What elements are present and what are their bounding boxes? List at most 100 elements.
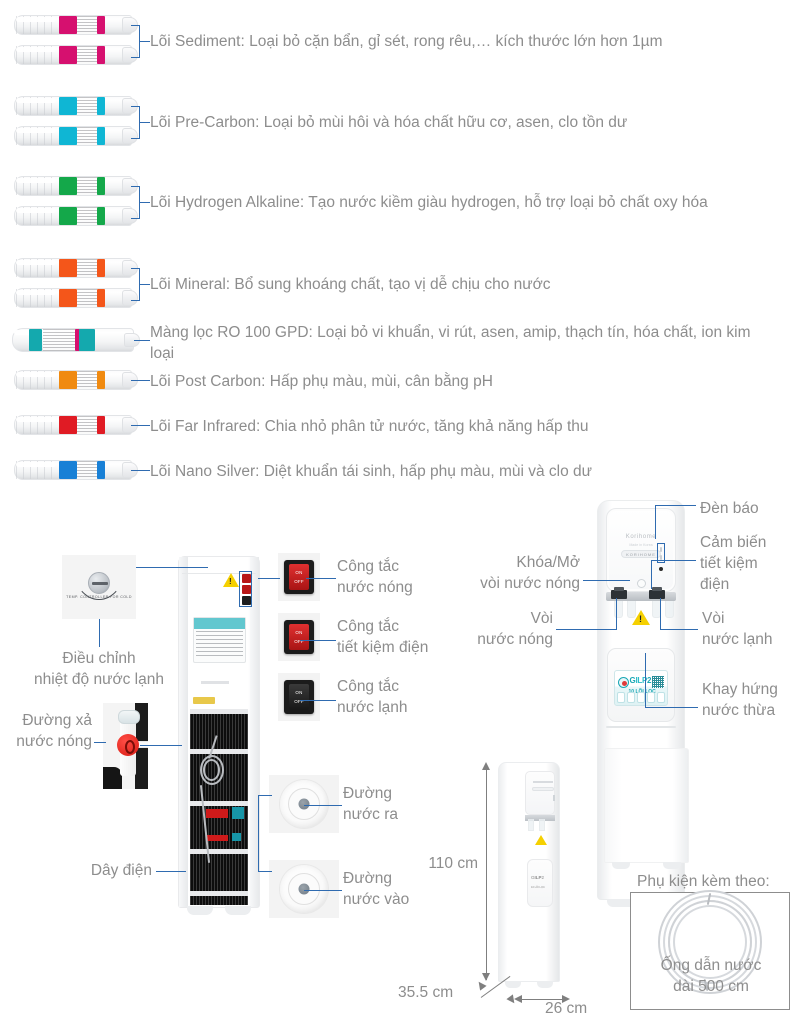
leader-line: [99, 619, 100, 647]
water-inlet-label-line2: nước vào: [343, 891, 410, 908]
accessory-box: Ống dẫn nước dài 500 cm: [630, 892, 790, 1010]
dispenser-head: Korihome Made in Korea KORIHOME: [606, 508, 676, 592]
filter-cartridge-pre-carbon: [14, 123, 138, 149]
product-sticker: GILP2 10 LÕI LỌC: [614, 670, 668, 706]
leader-line: [304, 805, 342, 806]
filter-cartridge-pre-carbon: [14, 93, 138, 119]
eco-sensor-label-line3: điện: [700, 576, 730, 593]
leader-line: [258, 795, 259, 871]
power-cord-label: Dây điện: [90, 862, 152, 879]
height-dimension-line: [486, 768, 487, 980]
filter-cartridge-nano-silver: [14, 457, 138, 483]
filter-description-nano-silver: Lõi Nano Silver: Diệt khuẩn tái sinh, hấ…: [150, 463, 593, 480]
temp-knob-label-line2: nhiệt độ nước lạnh: [34, 671, 164, 688]
hot-water-switch[interactable]: ON OFF: [278, 553, 320, 601]
cold-water-switch-label-line2: nước lạnh: [337, 699, 408, 716]
temperature-knob[interactable]: [88, 572, 110, 595]
water-inlet-label-line1: Đường: [343, 870, 392, 887]
dispenser-side-view: [604, 748, 689, 863]
leader-line: [156, 871, 186, 872]
leader-line: [131, 470, 150, 471]
cold-water-switch[interactable]: ON OFF: [278, 673, 320, 721]
spec-label: [193, 617, 246, 663]
leader-line: [645, 653, 646, 707]
drip-tray-label-line2: nước thừa: [702, 702, 776, 719]
filter-cartridge-sediment: [14, 42, 138, 68]
leader-line: [300, 640, 336, 641]
filter-description-sediment: Lõi Sediment: Loại bỏ cặn bẩn, gỉ sét, r…: [150, 33, 663, 50]
filter-cartridge-post-carbon: [14, 367, 138, 393]
cold-tap-label-line1: Vòi: [702, 610, 725, 627]
cold-water-tap[interactable]: [649, 587, 665, 599]
leader-line: [655, 505, 656, 539]
leader-line: [131, 218, 140, 219]
leader-line: [651, 560, 696, 561]
leader-line: [140, 745, 182, 746]
leader-line: [131, 106, 140, 107]
leader-line: [583, 580, 630, 581]
hot-drain-label-line2: nước nóng: [16, 733, 92, 750]
dispenser-dimension-view: GILP2 10 LÕI LỌC: [498, 762, 560, 988]
switch-on-label: ON: [295, 569, 303, 575]
brand-sub-label: Made in Korea: [629, 543, 653, 547]
hot-drain-valve[interactable]: [116, 733, 139, 756]
leader-line: [304, 890, 342, 891]
switch-on-label: ON: [295, 689, 303, 695]
width-dimension-line: [518, 999, 568, 1000]
hot-water-lock-button[interactable]: [637, 579, 646, 588]
accessory-item-line1: Ống dẫn nước: [660, 957, 762, 974]
rear-grill: [190, 709, 248, 905]
water-inlet-inset: [269, 860, 339, 918]
leader-line: [655, 505, 696, 506]
cold-water-switch-label-line1: Công tắc: [337, 678, 400, 695]
leader-line: [300, 700, 336, 701]
warning-icon: [632, 610, 650, 625]
filter-description-post-carbon: Lõi Post Carbon: Hấp phụ màu, mùi, cân b…: [150, 373, 493, 390]
leader-line: [651, 560, 652, 589]
leader-line: [139, 122, 150, 123]
leader-line: [131, 300, 140, 301]
water-outlet-label-line2: nước ra: [343, 806, 398, 823]
hot-tap-nozzle: [614, 601, 623, 618]
accessory-item-line2: dài 500 cm: [673, 978, 749, 995]
cold-tap-nozzle: [665, 601, 674, 618]
leader-line: [616, 598, 617, 629]
model-pill: KORIHOME: [621, 550, 661, 558]
water-outlet-inset: [269, 775, 339, 833]
leader-line: [139, 202, 150, 203]
leader-line: [134, 340, 150, 341]
filter-description-ro-membrane: Màng lọc RO 100 GPD: Loại bỏ vi khuẩn, v…: [150, 324, 751, 362]
filter-description-hydrogen-alkaline: Lõi Hydrogen Alkaline: Tạo nước kiềm già…: [150, 194, 708, 211]
cold-tap-label-line2: nước lạnh: [702, 631, 773, 648]
leader-line: [136, 567, 208, 568]
filter-cartridge-far-infrared: [14, 412, 138, 438]
width-dimension-label: 26 cm: [545, 1000, 588, 1017]
filter-cartridge-hydrogen-alkaline: [14, 203, 138, 229]
leader-line: [645, 707, 698, 708]
leader-line: [556, 629, 617, 630]
water-tube-coil-icon: [668, 892, 752, 991]
indicator-light-label: Đèn báo: [700, 500, 759, 517]
hot-drain-inset: [103, 703, 148, 789]
hot-lock-label-line2: vòi nước nóng: [480, 575, 580, 592]
switch-off-label: OFF: [294, 578, 304, 584]
leader-line: [131, 57, 140, 58]
leader-line: [94, 742, 106, 743]
filter-cartridge-mineral: [14, 255, 138, 281]
leader-line: [131, 425, 150, 426]
hot-water-switch-label-line2: nước nóng: [337, 579, 413, 596]
hot-water-tap[interactable]: [611, 587, 627, 599]
leader-line: [131, 186, 140, 187]
leader-line: [258, 578, 280, 579]
accessory-title: Phụ kiện kèm theo:: [637, 873, 770, 890]
leader-line: [660, 598, 661, 629]
indicator-light: [657, 543, 665, 563]
energy-saving-switch-label-line1: Công tắc: [337, 618, 400, 635]
drip-tray-label-line1: Khay hứng: [702, 681, 778, 698]
tap-bar: [606, 592, 676, 601]
leader-line: [258, 871, 272, 872]
hot-tap-label-line2: nước nóng: [477, 631, 553, 648]
switch-off-label: OFF: [294, 698, 304, 704]
